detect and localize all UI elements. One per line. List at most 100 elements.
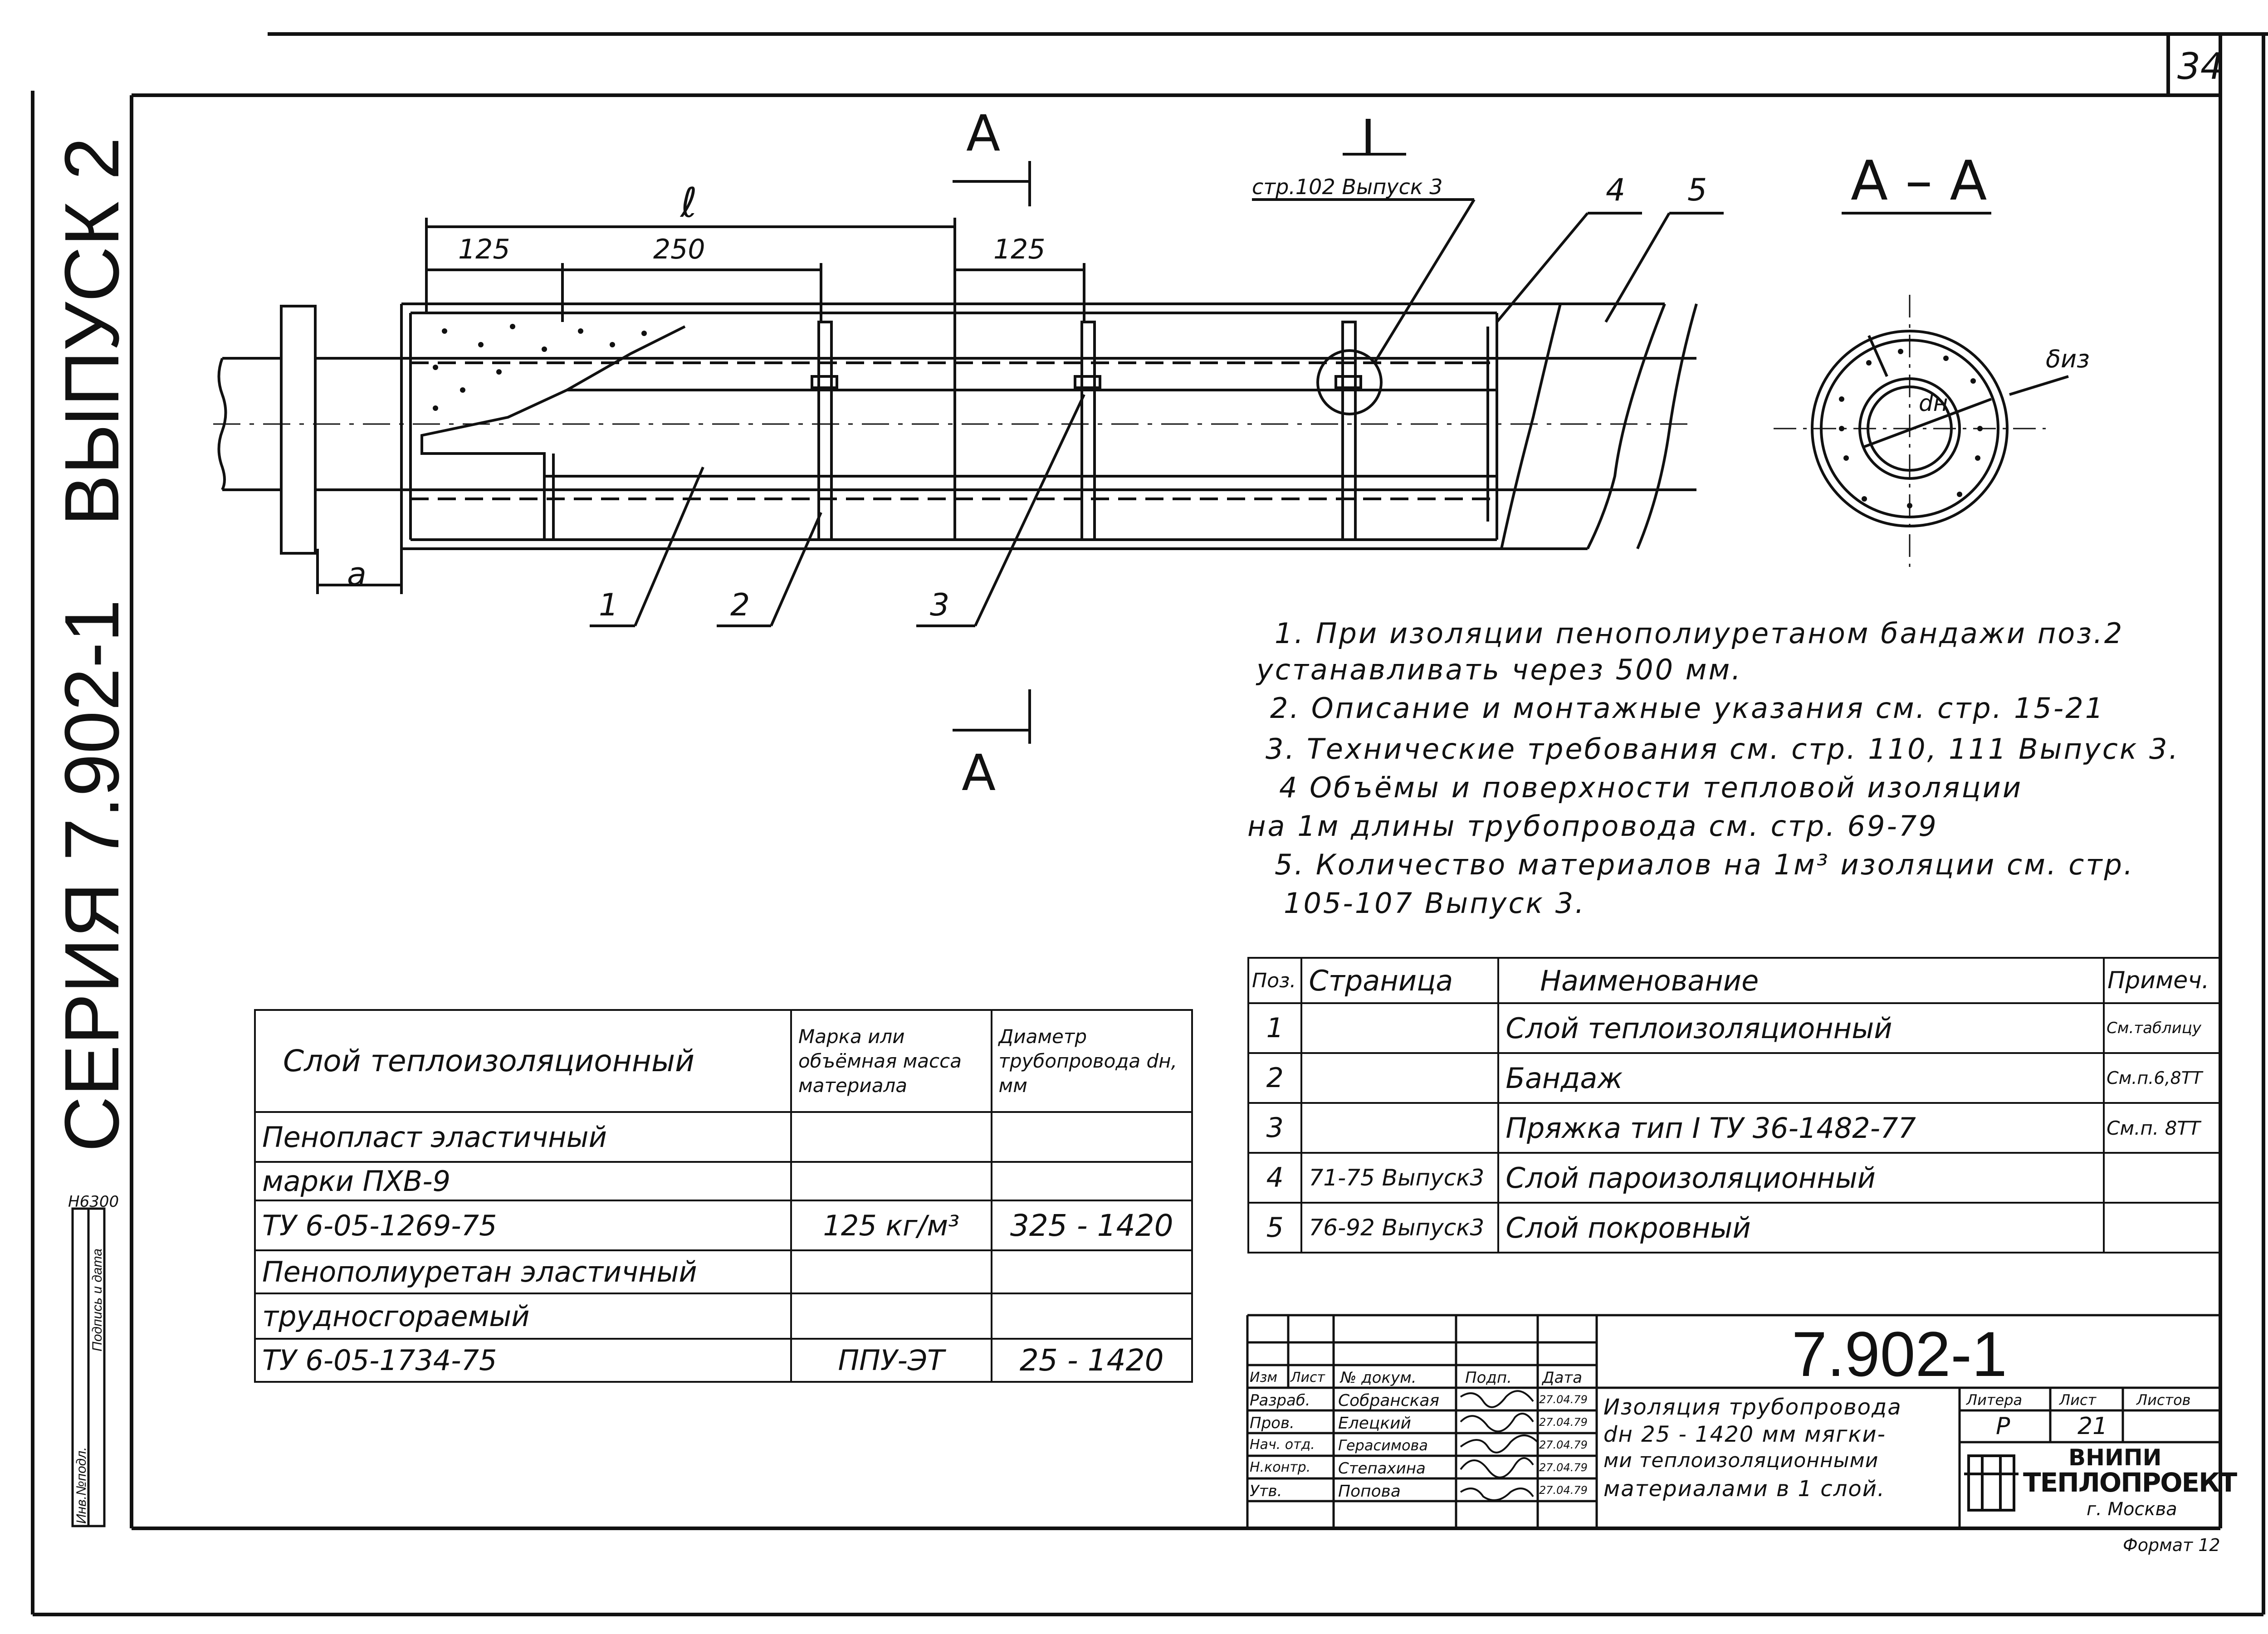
parts-cell [1300, 1102, 1500, 1154]
materials-header-diameter: Диаметр трубопровода dн, мм [990, 1009, 1193, 1113]
side-stamp-sign: Подпись и дата [90, 1249, 105, 1351]
tb-list: 21 [2077, 1413, 2108, 1440]
parts-cell: 4 [1247, 1152, 1303, 1204]
dimension-a: а [347, 556, 367, 593]
tb-head-list: Лист [1290, 1370, 1325, 1385]
callout-2: 2 [730, 587, 750, 623]
materials-cell: трудносгораемый [254, 1293, 792, 1340]
table-row: 2 Бандаж См.п.6,8ТТ [1247, 1052, 2220, 1104]
parts-cell [2103, 1152, 2220, 1204]
parts-header-row: Поз. Страница Наименование Примеч. [1247, 957, 2220, 1004]
tb-role-1: Разраб. [1250, 1391, 1310, 1410]
insulation-fill [433, 324, 647, 411]
dimension-125-left: 125 [458, 234, 510, 265]
note-line-4: 3. Технические требования см. стр. 110, … [1266, 732, 2180, 766]
tb-litera: Р [1996, 1413, 2010, 1440]
section-a-a [1774, 212, 2069, 567]
tb-role-3: Нач. отд. [1250, 1437, 1315, 1453]
parts-cell: 2 [1247, 1052, 1303, 1104]
parts-cell: 5 [1247, 1202, 1303, 1254]
callout-5: 5 [1687, 172, 1707, 208]
org-name-2: ТЕПЛОПРОЕКТ [2023, 1467, 2237, 1498]
tb-date-1: 27.04.79 [1539, 1393, 1588, 1406]
parts-cell [1300, 1002, 1500, 1054]
materials-table: Слой теплоизоляционный Марка или объёмна… [254, 1009, 1193, 1383]
materials-cell: 25 - 1420 [990, 1338, 1193, 1383]
callout-4: 4 [1606, 172, 1626, 208]
note-line-2: устанавливать через 500 мм. [1256, 653, 1743, 686]
tb-name-2: Елецкий [1338, 1414, 1411, 1433]
materials-header-brand: Марка или объёмная масса материала [790, 1009, 992, 1113]
parts-header-note: Примеч. [2103, 957, 2220, 1004]
tb-head-sign: Подп. [1465, 1369, 1512, 1387]
parts-cell: См.таблицу [2103, 1002, 2220, 1054]
tb-description-2: dн 25 - 1420 мм мягки- [1603, 1422, 1886, 1447]
sheet-format: Формат 12 [2123, 1535, 2220, 1555]
parts-header-page: Страница [1300, 957, 1500, 1004]
tb-name-4: Степахина [1338, 1459, 1426, 1478]
table-row: Пенопласт эластичный [254, 1111, 1193, 1163]
materials-header-layer: Слой теплоизоляционный [254, 1009, 792, 1113]
materials-cell [790, 1293, 992, 1340]
tb-date-2: 27.04.79 [1539, 1416, 1588, 1429]
parts-cell: См.п.6,8ТТ [2103, 1052, 2220, 1104]
tb-description-4: материалами в 1 слой. [1603, 1476, 1886, 1502]
table-row: 1 Слой теплоизоляционный См.таблицу [1247, 1002, 2220, 1054]
pipe-elevation [213, 153, 1724, 744]
signatures [1460, 1390, 1539, 1501]
materials-cell: ТУ 6-05-1269-75 [254, 1200, 792, 1251]
tb-list-label: Лист [2059, 1391, 2097, 1409]
materials-cell [990, 1111, 1193, 1163]
org-name-1: ВНИПИ [2068, 1444, 2162, 1471]
dimension-125-right: 125 [993, 234, 1046, 265]
materials-cell: Пенополиуретан эластичный [254, 1249, 792, 1294]
side-stamp-code: Н6300 [68, 1193, 119, 1211]
tb-name-1: Собранская [1338, 1391, 1440, 1410]
tb-role-5: Утв. [1250, 1482, 1282, 1500]
section-mark-top: А [966, 104, 1001, 162]
parts-cell [2103, 1202, 2220, 1254]
tb-litera-label: Литера [1966, 1391, 2023, 1409]
parts-cell: 76-92 Выпуск3 [1300, 1202, 1500, 1254]
callout-1: 1 [599, 587, 619, 623]
tb-head-doc: № докум. [1340, 1369, 1417, 1387]
side-stamp-inv: Инв.№подл. [74, 1447, 89, 1524]
parts-cell: Бандаж [1497, 1052, 2105, 1104]
materials-cell: марки ПХВ-9 [254, 1161, 792, 1201]
note-line-8: 105-107 Выпуск 3. [1284, 887, 1586, 920]
tb-date-5: 27.04.79 [1539, 1484, 1588, 1497]
section-mark-bottom: А [962, 744, 996, 802]
section-view-title: А – А [1851, 150, 1987, 213]
table-row: ТУ 6-05-1269-75 125 кг/м³ 325 - 1420 [254, 1200, 1193, 1251]
parts-cell: Слой покровный [1497, 1202, 2105, 1254]
table-row: ТУ 6-05-1734-75 ППУ-ЭТ 25 - 1420 [254, 1338, 1193, 1383]
series-title: СЕРИЯ 7.902-1 [49, 599, 135, 1152]
dn-label: dн [1919, 390, 1948, 416]
table-row: трудносгораемый [254, 1293, 1193, 1340]
issue-title: ВЫПУСК 2 [49, 137, 135, 526]
note-line-1: 1. При изоляции пенополиуретаном бандажи… [1275, 617, 2124, 650]
parts-cell: 1 [1247, 1002, 1303, 1054]
tb-name-3: Герасимова [1338, 1437, 1428, 1454]
materials-cell: 325 - 1420 [990, 1200, 1193, 1251]
parts-cell: Пряжка тип I ТУ 36-1482-77 [1497, 1102, 2105, 1154]
tb-role-4: Н.контр. [1250, 1459, 1311, 1475]
tb-head-izm: Изм [1250, 1370, 1278, 1385]
note-line-7: 5. Количество материалов на 1м³ изоляции… [1275, 848, 2135, 881]
note-line-5: 4 Объёмы и поверхности тепловой изоляции [1279, 771, 2023, 804]
parts-header-pos: Поз. [1247, 957, 1303, 1004]
materials-header-row: Слой теплоизоляционный Марка или объёмна… [254, 1009, 1193, 1113]
organization-logo [1964, 1454, 2019, 1512]
materials-cell: 125 кг/м³ [790, 1200, 992, 1251]
org-city: г. Москва [2087, 1499, 2177, 1520]
title-block-grid [1246, 1314, 2220, 1528]
detail-mark: I [1361, 109, 1376, 167]
note-line-6: на 1м длины трубопровода см. стр. 69-79 [1247, 810, 1938, 843]
detail-reference: стр.102 Выпуск 3 [1252, 175, 1443, 199]
note-line-3: 2. Описание и монтажные указания см. стр… [1270, 692, 2105, 725]
parts-table: Поз. Страница Наименование Примеч. 1 Сло… [1247, 957, 2220, 1254]
tb-name-5: Попова [1338, 1482, 1401, 1501]
materials-cell [790, 1161, 992, 1201]
tb-description-3: ми теплоизоляционными [1603, 1449, 1879, 1472]
